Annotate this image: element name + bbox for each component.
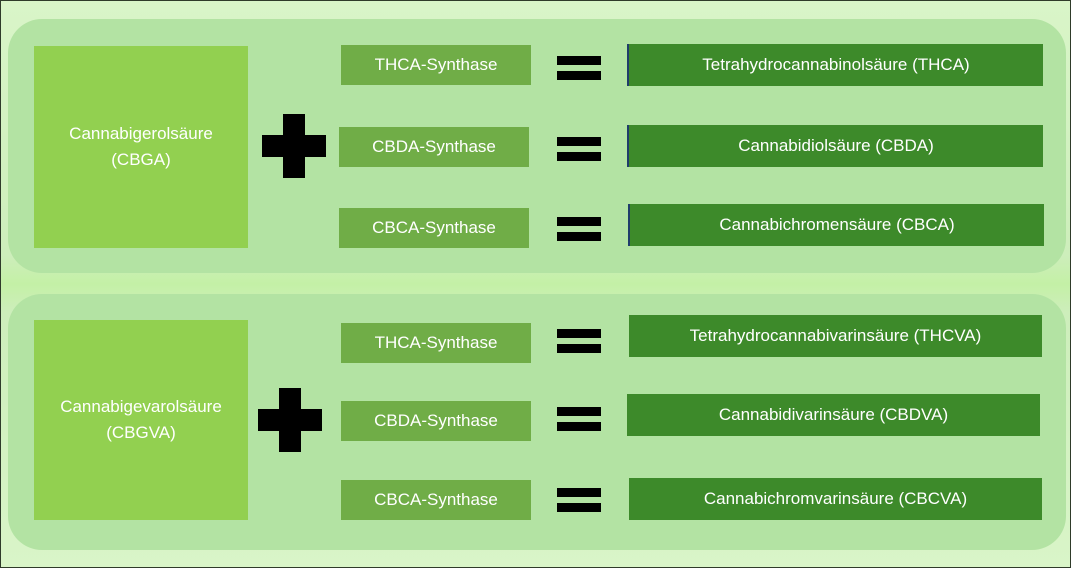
product-cbcva: Cannabichromvarinsäure (CBCVA) xyxy=(629,478,1042,520)
equals-icon xyxy=(557,56,601,80)
enzyme-thca-synthase: THCA-Synthase xyxy=(341,323,531,363)
plus-icon xyxy=(258,388,322,452)
equals-icon xyxy=(557,488,601,512)
equals-icon xyxy=(557,217,601,241)
product-thcva: Tetrahydrocannabivarinsäure (THCVA) xyxy=(629,315,1042,357)
source-cbga: Cannabigerolsäure (CBGA) xyxy=(34,46,248,248)
equals-icon xyxy=(557,137,601,161)
enzyme-cbda-synthase: CBDA-Synthase xyxy=(339,127,529,167)
product-cbdva: Cannabidivarinsäure (CBDVA) xyxy=(627,394,1040,436)
enzyme-thca-synthase: THCA-Synthase xyxy=(341,45,531,85)
enzyme-cbca-synthase: CBCA-Synthase xyxy=(341,480,531,520)
product-thca: Tetrahydrocannabinolsäure (THCA) xyxy=(627,44,1043,86)
product-cbca: Cannabichromensäure (CBCA) xyxy=(628,204,1044,246)
plus-icon xyxy=(262,114,326,178)
product-cbda: Cannabidiolsäure (CBDA) xyxy=(627,125,1043,167)
source-cbgva: Cannabigevarolsäure (CBGVA) xyxy=(34,320,248,520)
equals-icon xyxy=(557,329,601,353)
equals-icon xyxy=(557,407,601,431)
enzyme-cbda-synthase: CBDA-Synthase xyxy=(341,401,531,441)
enzyme-cbca-synthase: CBCA-Synthase xyxy=(339,208,529,248)
